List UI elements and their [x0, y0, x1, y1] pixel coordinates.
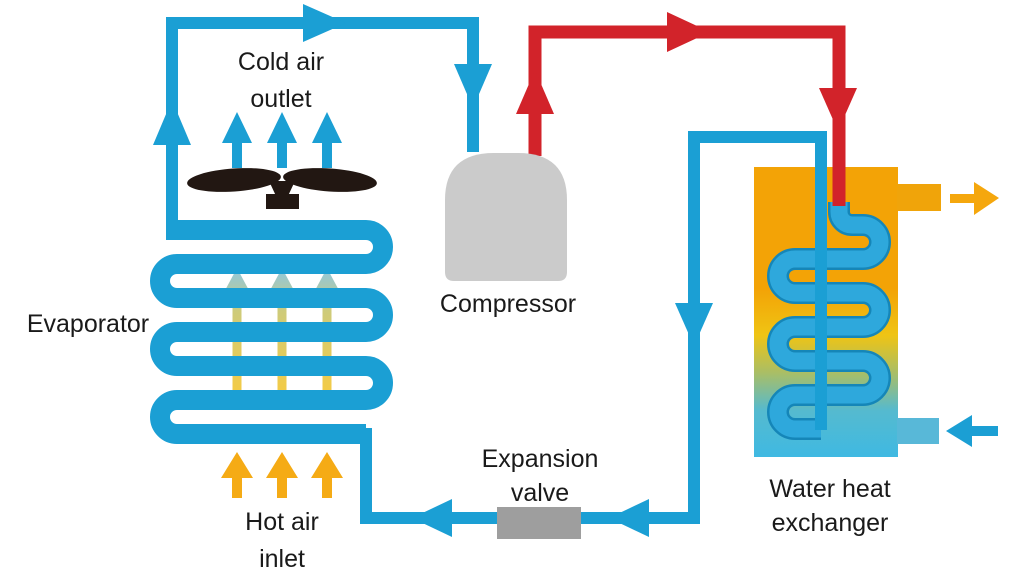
cold-air-arrows [222, 112, 342, 168]
cold-water-in-arrow-head [946, 415, 972, 447]
hot-air-arrow-2 [266, 452, 298, 498]
hot-pipe-arrow-right [667, 12, 710, 52]
hot-air-arrow-3 [311, 452, 343, 498]
expansion-valve-body [497, 507, 581, 539]
water-heat-exchanger-label-line1: Water heat [769, 475, 890, 503]
hot-water-out-arrow-stem [950, 194, 976, 203]
cold-air-arrow-2 [267, 112, 297, 168]
cold-water-in-arrow [946, 415, 998, 447]
cold-water-inlet-stub [897, 418, 939, 444]
cold-air-arrow-1 [222, 112, 252, 168]
expansion-valve-label-line2: valve [511, 479, 569, 507]
condenser-coil [769, 202, 889, 438]
hot-pipe-arrow-up [516, 70, 554, 114]
hot-air-arrows [221, 452, 343, 498]
hot-air-inlet-label-line1: Hot air [245, 508, 319, 536]
hot-pipe-arrow-down [819, 88, 857, 131]
hot-air-inlet-label-line2: inlet [259, 545, 305, 573]
cold-air-outlet-label-line1: Cold air [238, 48, 324, 76]
hot-water-outlet-stub [897, 184, 941, 211]
suction-pipe-arrow-up [153, 100, 191, 145]
return-pipe-arrow-left-left-of-valve [412, 499, 452, 537]
hot-air-arrow-1 [221, 452, 253, 498]
evaporator-coil [150, 220, 393, 444]
water-heat-exchanger-label-line2: exchanger [772, 509, 889, 537]
return-pipe-arrow-left-right-of-valve [609, 499, 649, 537]
fan-blade-left [187, 168, 281, 192]
compressor-body [445, 153, 567, 281]
suction-pipe-arrow-right [303, 4, 346, 42]
suction-pipe-arrow-down [454, 64, 492, 108]
return-pipe-arrow-down [675, 303, 713, 346]
cold-air-arrow-3 [312, 112, 342, 168]
fan-blade-right [283, 168, 377, 192]
fan-motor [266, 194, 299, 209]
expansion-valve-label-line1: Expansion [482, 445, 599, 473]
cold-air-outlet-label-line2: outlet [250, 85, 311, 113]
hot-water-out-arrow [950, 182, 999, 215]
fan [187, 168, 377, 209]
cold-water-in-arrow-stem [972, 426, 998, 436]
evaporator-label: Evaporator [27, 310, 149, 338]
water-heat-exchanger [754, 167, 999, 457]
fan-hub [269, 181, 295, 196]
hot-water-out-arrow-head [974, 182, 999, 215]
compressor-label: Compressor [440, 290, 576, 318]
